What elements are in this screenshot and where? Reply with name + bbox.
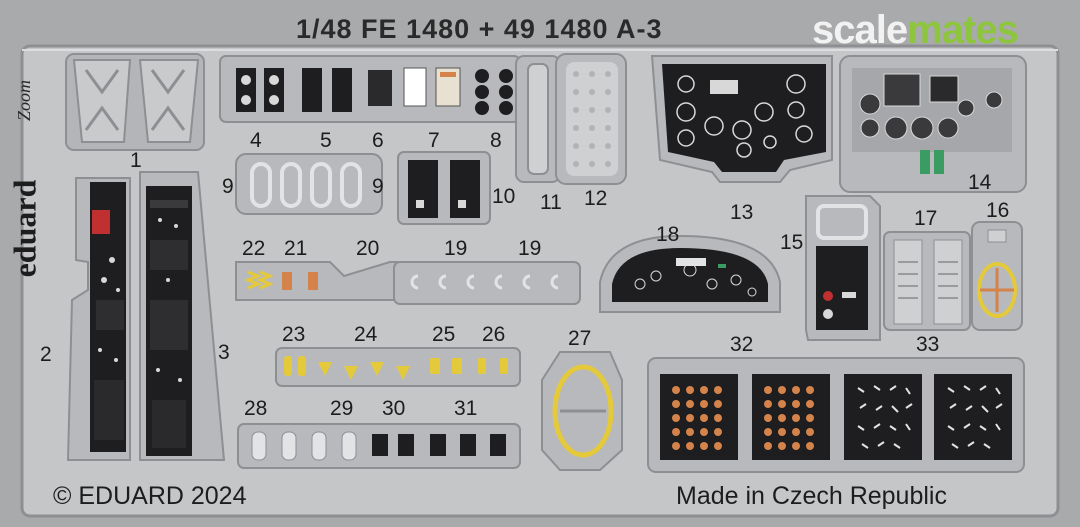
part-label-20: 20	[356, 237, 380, 260]
part-10-switch-plates	[397, 151, 491, 225]
part-label-7: 7	[428, 129, 440, 152]
part-label-1: 1	[130, 149, 142, 172]
part-label-31: 31	[454, 397, 478, 420]
part-label-33: 33	[916, 333, 940, 356]
part-17-pedals	[883, 231, 971, 331]
part-label-19b: 19	[518, 237, 542, 260]
part-label-32: 32	[730, 333, 754, 356]
part-label-5: 5	[320, 129, 332, 152]
parts-23-26-small-parts	[275, 347, 521, 387]
part-label-30: 30	[382, 397, 406, 420]
part-3-right-console	[139, 171, 226, 461]
part-label-24: 24	[354, 323, 378, 346]
watermark-logo: scalemates	[812, 8, 1019, 53]
part-label-26: 26	[482, 323, 506, 346]
part-label-16: 16	[986, 199, 1010, 222]
part-label-23: 23	[282, 323, 306, 346]
parts-28-31-small-plates	[237, 423, 521, 469]
part-label-4: 4	[250, 129, 262, 152]
part-label-28: 28	[244, 397, 268, 420]
part-label-3: 3	[218, 341, 230, 364]
part-label-18: 18	[656, 223, 680, 246]
part-label-29: 29	[330, 397, 354, 420]
part-label-2: 2	[40, 343, 52, 366]
brand-logo: eduard	[6, 170, 66, 300]
part-27-ring	[541, 351, 623, 471]
copyright-text: © EDUARD 2024	[53, 482, 247, 510]
part-label-17: 17	[914, 207, 938, 230]
parts-4-8-instrument-strip	[219, 55, 521, 123]
part-16-emblem	[971, 221, 1023, 331]
made-in-text: Made in Czech Republic	[676, 482, 947, 510]
part-label-10: 10	[492, 185, 516, 208]
watermark-part-b: mates	[907, 8, 1019, 52]
zoom-logo: Zoom	[14, 60, 48, 150]
part-19-clamps	[393, 261, 581, 305]
brand-name: eduard	[6, 179, 43, 278]
part-label-21: 21	[284, 237, 308, 260]
part-label-15: 15	[780, 231, 804, 254]
part-label-19a: 19	[444, 237, 468, 260]
parts-20-22-strip	[235, 261, 401, 301]
part-1-seat-brackets	[65, 53, 205, 151]
part-2-left-console	[66, 177, 131, 461]
part-label-14: 14	[968, 171, 992, 194]
part-label-11: 11	[540, 191, 562, 214]
part-label-9a: 9	[222, 175, 234, 198]
part-label-27: 27	[568, 327, 592, 350]
parts-11-12-panels	[515, 53, 627, 185]
part-label-8: 8	[490, 129, 502, 152]
zoom-label: Zoom	[14, 79, 35, 122]
sheet-title: 1/48 FE 1480 + 49 1480 A-3	[296, 14, 663, 44]
part-label-13: 13	[730, 201, 754, 224]
part-label-25: 25	[432, 323, 456, 346]
part-14-right-panel	[839, 55, 1027, 193]
part-15-panel	[805, 195, 881, 341]
parts-32-33-grids	[647, 357, 1025, 473]
part-label-22: 22	[242, 237, 266, 260]
part-9-rings	[235, 153, 383, 215]
part-label-12: 12	[584, 187, 608, 210]
part-18-dome-panel	[599, 234, 781, 313]
part-13-instrument-panel	[650, 55, 833, 183]
part-label-9b: 9	[372, 175, 384, 198]
part-label-6: 6	[372, 129, 384, 152]
watermark-part-a: scale	[812, 8, 908, 52]
